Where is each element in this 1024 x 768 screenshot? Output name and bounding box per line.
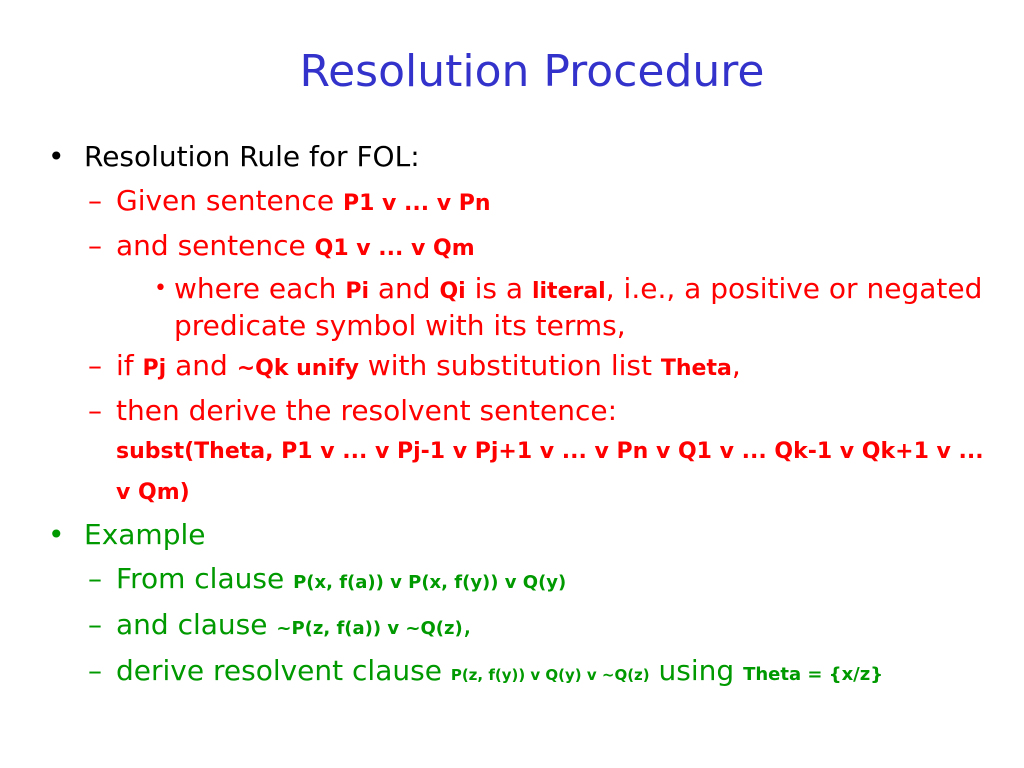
text-segment: if	[116, 349, 143, 382]
formula-p: P1 v ... v Pn	[342, 191, 491, 216]
text-segment: and	[166, 349, 237, 382]
text-segment: is a	[465, 272, 532, 305]
text-segment: where each	[174, 272, 346, 305]
bullet-dot-icon: •	[48, 140, 65, 173]
term-theta: Theta	[660, 356, 732, 381]
text-segment: From clause	[116, 562, 294, 595]
sub-bullet-given-sentence: – Given sentence P1 v ... v Pn	[48, 182, 998, 223]
sub-bullet-text: and sentence	[116, 229, 315, 262]
text-segment: ,	[462, 608, 472, 641]
bullet-dot-icon: •	[154, 276, 167, 301]
dash-icon: –	[88, 654, 102, 687]
sub-bullet-derive-resolvent: – then derive the resolvent sentence: su…	[48, 392, 998, 512]
dash-icon: –	[88, 349, 102, 382]
bullet-resolution-rule: • Resolution Rule for FOL:	[48, 138, 998, 176]
sub-bullet-unify: – if Pj and ~Qk unify with substitution …	[48, 347, 998, 388]
text-segment: with substitution list	[358, 349, 661, 382]
term-qi: Qi	[439, 279, 466, 304]
text-segment: ,	[731, 349, 741, 382]
term-pj: Pj	[142, 356, 167, 381]
bullet-dot-icon: •	[48, 518, 65, 551]
slide-title: Resolution Procedure	[299, 46, 765, 97]
term-qk-unify: ~Qk unify	[236, 356, 359, 381]
dash-icon: –	[88, 608, 102, 641]
formula-subst: subst(Theta, P1 v ... v Pj-1 v Pj+1 v ..…	[116, 439, 984, 505]
bullet-example: • Example	[48, 516, 998, 554]
bullet-label: Resolution Rule for FOL:	[84, 140, 420, 173]
clause-1: P(x, f(a)) v P(x, f(y)) v Q(y)	[293, 572, 567, 593]
dash-icon: –	[88, 184, 102, 217]
theta-substitution: Theta = {x/z}	[743, 664, 884, 685]
dash-icon: –	[88, 562, 102, 595]
sub-bullet-and-clause: – and clause ~P(z, f(a)) v ~Q(z),	[48, 606, 998, 648]
term-literal: literal	[531, 279, 606, 304]
text-segment: using	[649, 654, 744, 687]
sub-sub-bullet-literal: • where each Pi and Qi is a literal, i.e…	[48, 272, 998, 343]
text-segment: derive resolvent clause	[116, 654, 451, 687]
resolvent-clause: P(z, f(y)) v Q(y) v ~Q(z)	[450, 666, 650, 684]
text-segment: , i.e., a positive or negated predicate …	[174, 272, 983, 342]
dash-icon: –	[88, 394, 102, 427]
sub-bullet-derive-clause: – derive resolvent clause P(z, f(y)) v Q…	[48, 652, 998, 694]
dash-icon: –	[88, 229, 102, 262]
clause-2: ~P(z, f(a)) v ~Q(z)	[276, 618, 463, 639]
text-segment: and clause	[116, 608, 277, 641]
sub-bullet-and-sentence: – and sentence Q1 v ... v Qm	[48, 227, 998, 268]
slide-body: • Resolution Rule for FOL: – Given sente…	[48, 138, 998, 698]
sub-bullet-text: Given sentence	[116, 184, 343, 217]
text-segment: then derive the resolvent sentence:	[116, 394, 618, 427]
text-segment: and	[369, 272, 440, 305]
formula-q: Q1 v ... v Qm	[314, 236, 475, 261]
bullet-label: Example	[84, 518, 206, 551]
sub-bullet-from-clause: – From clause P(x, f(a)) v P(x, f(y)) v …	[48, 560, 998, 602]
term-pi: Pi	[345, 279, 369, 304]
